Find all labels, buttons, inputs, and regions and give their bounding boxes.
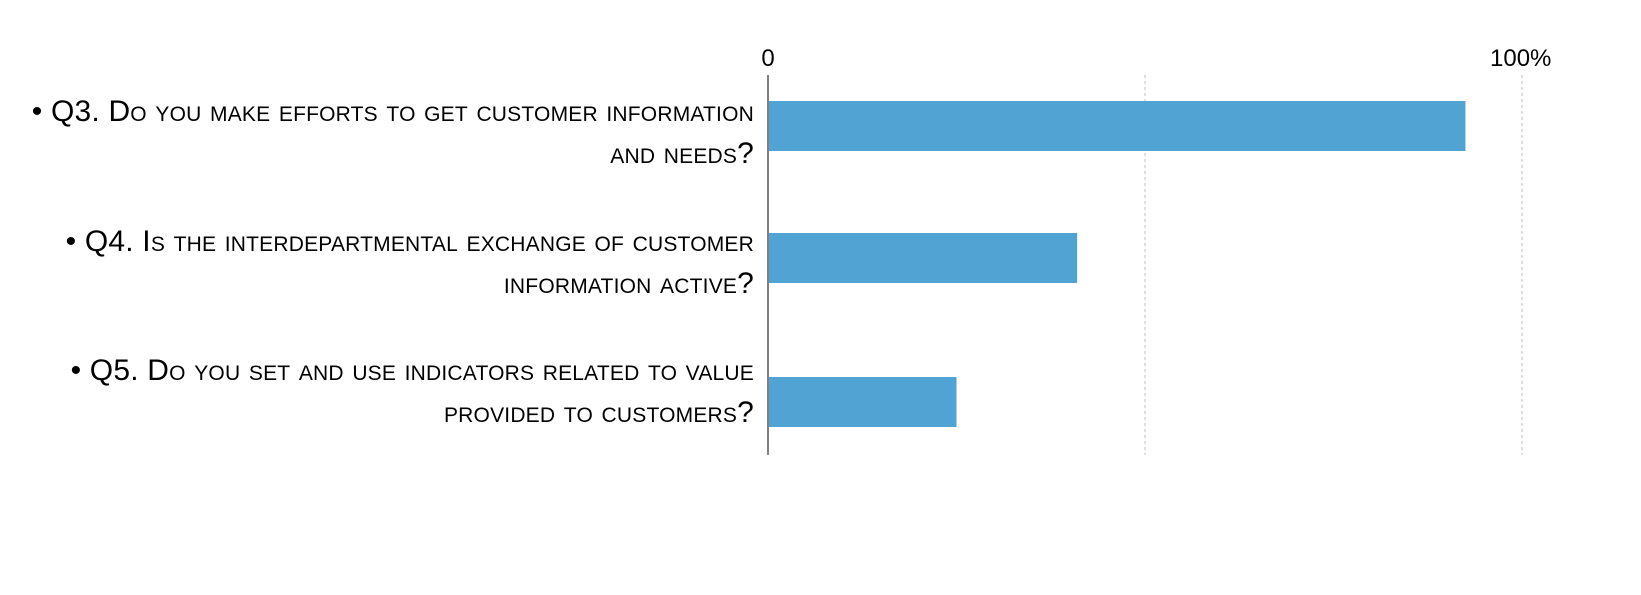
category-label-1: • Q3. Do you make efforts to get custome… <box>31 95 754 170</box>
tick-label-100: 100% <box>1490 45 1551 72</box>
bars <box>768 101 1466 427</box>
category-label-2: • Q4. Is the interdepartmental exchange … <box>65 225 754 300</box>
tick-labels: 0 100% <box>761 45 1551 72</box>
tick-label-0: 0 <box>761 45 774 72</box>
bar-1 <box>768 101 1466 151</box>
bar-3 <box>768 377 957 427</box>
category-label-3: • Q5. Do you set and use indicators rela… <box>70 354 754 429</box>
bar-2 <box>768 233 1078 283</box>
